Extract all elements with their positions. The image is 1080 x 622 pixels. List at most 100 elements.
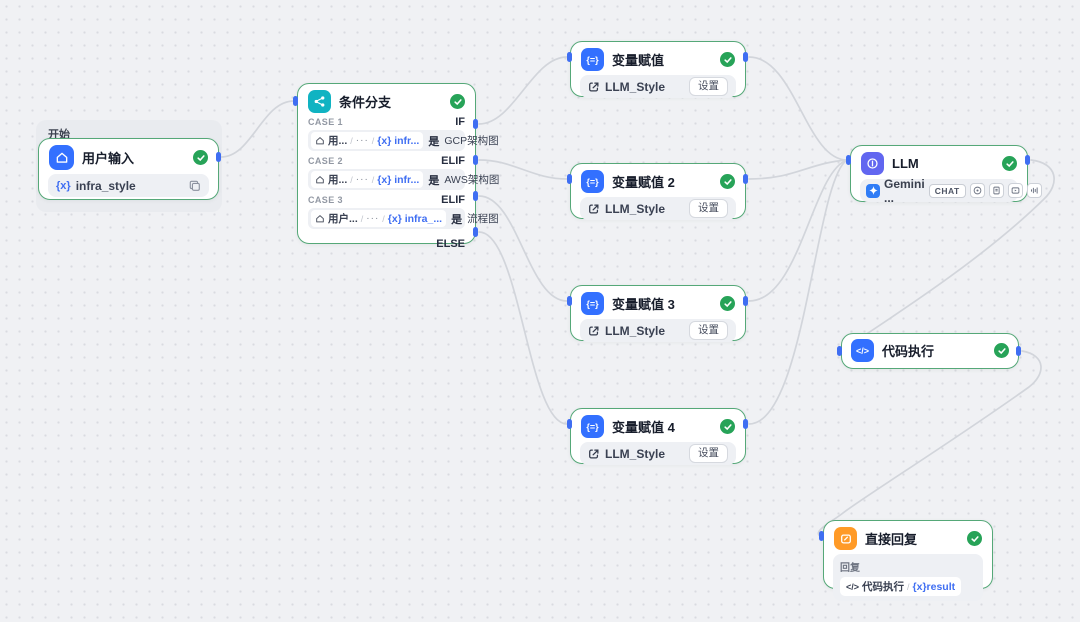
case-2-header: CASE 2 ELIF: [298, 154, 475, 168]
port-llm-in[interactable]: [846, 155, 851, 165]
port-condition-elif2-out[interactable]: [473, 191, 478, 201]
node-title: 变量赋值 4: [612, 420, 675, 435]
home-icon: [316, 214, 324, 222]
port-condition-elif1-out[interactable]: [473, 155, 478, 165]
node-user-input[interactable]: 用户输入 {x} infra_style: [38, 138, 219, 200]
else-keyword: ELSE: [436, 238, 465, 250]
assign-variable-row[interactable]: LLM_Style 设置: [580, 319, 736, 342]
ref-node-name: 用户...: [328, 213, 358, 225]
ref-variable: {x} infr...: [377, 173, 420, 186]
case-3-condition[interactable]: 用户... / ··· / {x} infra_... 是 流程图: [308, 208, 499, 229]
edge-assign3-llm[interactable]: [748, 159, 848, 302]
node-assign-1[interactable]: {=} 变量赋值 LLM_Style 设置: [570, 41, 746, 98]
port-condition-in[interactable]: [293, 96, 298, 106]
success-badge-icon: [450, 94, 465, 109]
reply-icon: [834, 527, 857, 550]
video-capability-icon: [1007, 183, 1023, 198]
edge-elif1-assign2[interactable]: [478, 159, 568, 180]
port-reply-in[interactable]: [819, 531, 824, 541]
vision-capability-icon: [969, 183, 985, 198]
port-assign3-in[interactable]: [567, 296, 572, 306]
case-label: CASE 2: [308, 156, 343, 166]
node-condition-branch[interactable]: 条件分支 CASE 1 IF 用... / ··· / {x} infr... …: [297, 83, 499, 250]
document-capability-icon: [988, 183, 1004, 198]
case-keyword: ELIF: [441, 194, 465, 206]
port-assign2-out[interactable]: [743, 174, 748, 184]
code-icon: </>: [851, 339, 874, 362]
operator: 是: [451, 213, 463, 226]
node-assign-2[interactable]: {=} 变量赋值 2 LLM_Style 设置: [570, 163, 746, 220]
settings-button[interactable]: 设置: [689, 444, 728, 463]
path-dots: ···: [355, 174, 369, 185]
llm-icon: [861, 152, 884, 175]
success-badge-icon: [720, 419, 735, 434]
assign-icon: {=}: [581, 415, 604, 438]
port-assign1-out[interactable]: [743, 52, 748, 62]
reassign-icon: [589, 204, 599, 213]
case-3-header: CASE 3 ELIF: [298, 193, 475, 207]
home-icon: [316, 136, 324, 144]
node-direct-reply[interactable]: 直接回复 回复 </> 代码执行 / {x}result: [823, 520, 993, 601]
edge-assign4-llm[interactable]: [748, 159, 848, 425]
edge-assign2-llm[interactable]: [748, 159, 848, 180]
port-code-out[interactable]: [1016, 346, 1021, 356]
reassign-icon: [589, 326, 599, 335]
assign-icon: {=}: [581, 292, 604, 315]
settings-button[interactable]: 设置: [689, 199, 728, 218]
ref-variable: {x} infra_...: [387, 212, 443, 225]
edge-if-assign1[interactable]: [478, 56, 568, 125]
reply-section-label: 回复: [840, 563, 860, 574]
port-assign4-in[interactable]: [567, 419, 572, 429]
edge-start-condition[interactable]: [220, 100, 295, 158]
port-assign2-in[interactable]: [567, 174, 572, 184]
llm-model-row[interactable]: Gemini ... CHAT: [860, 177, 1042, 205]
success-badge-icon: [967, 531, 982, 546]
port-start-out[interactable]: [216, 152, 221, 162]
case-1-condition[interactable]: 用... / ··· / {x} infr... 是 GCP架构图: [308, 130, 499, 151]
case-keyword: IF: [455, 116, 465, 128]
reply-content-block[interactable]: 回复 </> 代码执行 / {x}result: [833, 554, 983, 601]
assign-variable-row[interactable]: LLM_Style 设置: [580, 197, 736, 220]
copy-icon[interactable]: [189, 180, 201, 192]
port-llm-out[interactable]: [1025, 155, 1030, 165]
node-assign-4[interactable]: {=} 变量赋值 4 LLM_Style 设置: [570, 408, 746, 465]
ref-node-name: 代码执行: [862, 581, 905, 593]
node-code-execution[interactable]: </> 代码执行: [841, 333, 1019, 369]
node-title: 条件分支: [339, 95, 392, 110]
reassign-icon: [589, 449, 599, 458]
assign-variable-row[interactable]: LLM_Style 设置: [580, 75, 736, 98]
path-dots: ···: [366, 213, 380, 224]
condition-value: 流程图: [467, 213, 499, 225]
port-assign3-out[interactable]: [743, 296, 748, 306]
node-title: 变量赋值 2: [612, 175, 675, 190]
port-code-in[interactable]: [837, 346, 842, 356]
node-title: 变量赋值 3: [612, 297, 675, 312]
settings-button[interactable]: 设置: [689, 321, 728, 340]
settings-button[interactable]: 设置: [689, 77, 728, 96]
edge-elif2-assign3[interactable]: [478, 195, 568, 302]
success-badge-icon: [994, 343, 1009, 358]
home-icon: [49, 145, 74, 170]
port-assign1-in[interactable]: [567, 52, 572, 62]
start-variable-row[interactable]: {x} infra_style: [48, 174, 209, 197]
edge-else-assign4[interactable]: [478, 231, 568, 425]
path-dots: ···: [355, 135, 369, 146]
port-assign4-out[interactable]: [743, 419, 748, 429]
gemini-icon: [866, 183, 880, 198]
port-condition-if-out[interactable]: [473, 119, 478, 129]
edge-llm-code[interactable]: [840, 159, 1055, 352]
node-title: 用户输入: [82, 151, 135, 166]
assign-variable-row[interactable]: LLM_Style 设置: [580, 442, 736, 465]
case-2-condition[interactable]: 用... / ··· / {x} infr... 是 AWS架构图: [308, 169, 499, 190]
port-condition-else-out[interactable]: [473, 227, 478, 237]
edge-assign1-llm[interactable]: [748, 56, 848, 161]
reassign-icon: [589, 82, 599, 91]
variable-name: LLM_Style: [605, 79, 666, 94]
node-assign-3[interactable]: {=} 变量赋值 3 LLM_Style 设置: [570, 285, 746, 342]
ref-variable: {x} infr...: [377, 134, 420, 147]
node-llm[interactable]: LLM Gemini ... CHAT: [850, 145, 1042, 205]
condition-value: AWS架构图: [444, 174, 500, 186]
edge-code-reply[interactable]: [817, 350, 1042, 537]
